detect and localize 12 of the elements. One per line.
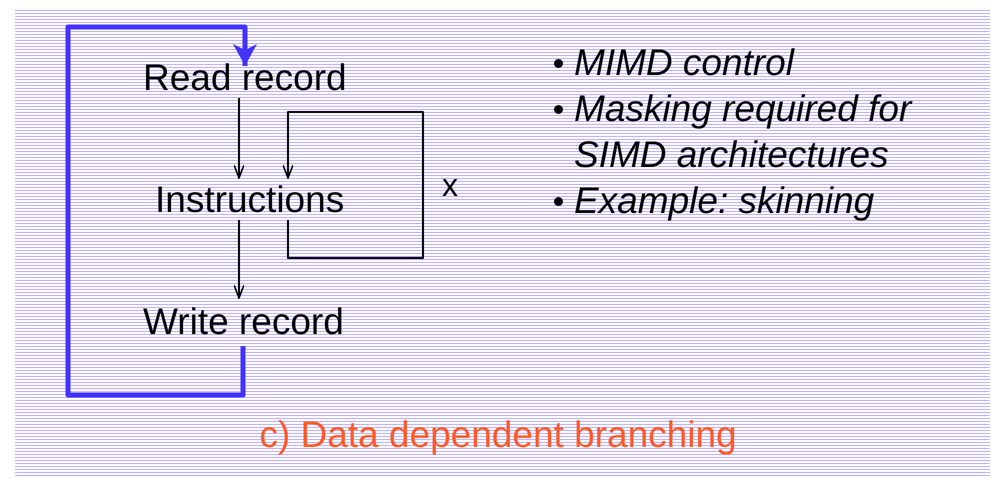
arrow [233, 98, 245, 179]
step-text: Instructions [155, 180, 344, 220]
step-text: Read record [143, 58, 347, 98]
bullet-text: Example: skinning [574, 179, 876, 223]
bullet-text: Masking required for SIMD architectures [574, 87, 914, 177]
step-text: Write record [143, 302, 344, 342]
loop-arrow [282, 111, 424, 259]
arrow [233, 220, 245, 299]
caption: c) Data dependent branching [259, 414, 737, 455]
arrow [66, 24, 257, 398]
edge-label: x [442, 168, 458, 202]
bullet-text: MIMD control [574, 41, 796, 85]
